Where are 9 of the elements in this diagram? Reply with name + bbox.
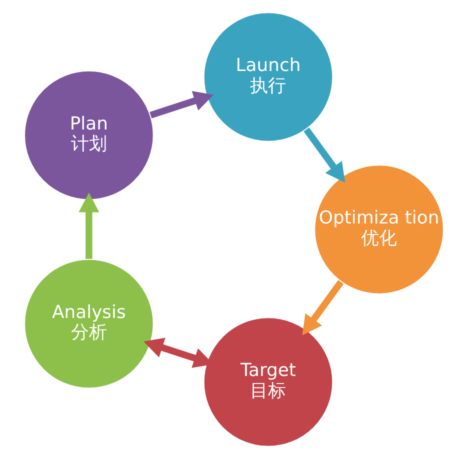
node-circle: Launch 执行 xyxy=(202,12,333,142)
arrow xyxy=(302,280,344,336)
arrow xyxy=(78,192,99,259)
node-circle: Plan 计划 xyxy=(23,70,154,200)
node-circle: Target 目标 xyxy=(202,317,333,448)
arrow xyxy=(149,91,214,118)
node-circle: Analysis 分析 xyxy=(23,258,154,389)
node-circle: Optimiza tion 优化 xyxy=(314,164,444,294)
arrow xyxy=(303,128,345,183)
